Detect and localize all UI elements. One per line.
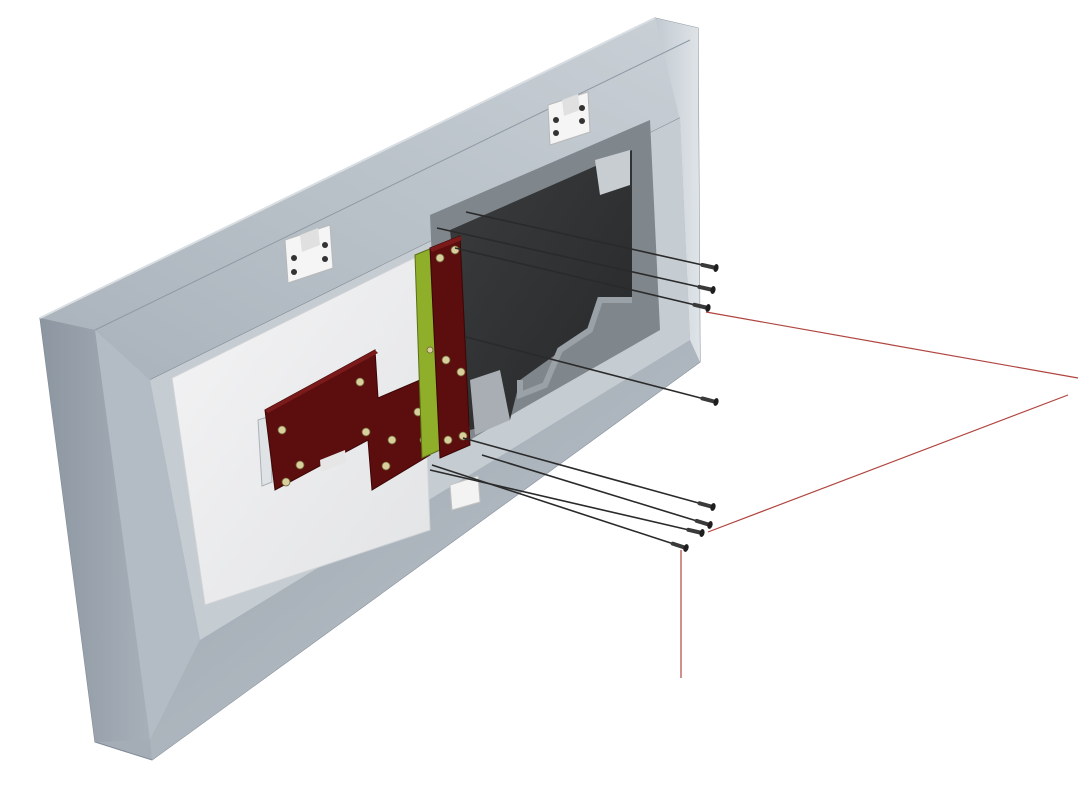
explode-line [436, 227, 714, 291]
frame-top-face [40, 18, 698, 380]
explode-line [429, 469, 703, 534]
frame-right-face [655, 18, 700, 362]
screw-head [713, 264, 719, 272]
frame-bottom-face [150, 340, 700, 760]
callout-line [707, 394, 1069, 533]
connector-board-edge [430, 236, 462, 252]
screws [429, 211, 719, 552]
board-connector [320, 450, 346, 472]
frame-left-face [40, 318, 150, 742]
frame-edge-line [39, 17, 656, 319]
connector-board-screws [426, 245, 468, 445]
mounting-bracket [547, 91, 591, 146]
explode-line [454, 247, 709, 309]
screw-head [713, 398, 719, 406]
frame-left-bevel [95, 330, 200, 740]
explode-line [481, 454, 711, 526]
callout-lines [680, 311, 1079, 678]
board-body [264, 349, 431, 491]
explode-line [465, 211, 717, 269]
board-top-edge [265, 350, 378, 413]
callout-line [705, 311, 1079, 379]
controller-board [257, 349, 431, 491]
cavity-step [517, 297, 632, 400]
cavity-notch [595, 150, 630, 195]
screw-head [705, 304, 711, 312]
screw-head [710, 286, 716, 294]
screw-head [699, 529, 705, 537]
screw-head [710, 503, 716, 511]
cavity-floor [450, 150, 632, 430]
screw-head [707, 521, 713, 529]
display-cavity [430, 120, 660, 450]
cavity-wall [470, 370, 510, 435]
connector-board [414, 235, 471, 459]
explode-line [465, 336, 717, 403]
mounting-bracket [284, 224, 334, 284]
explode-line [462, 437, 714, 508]
frame-edge-line [94, 39, 691, 331]
screw-head [683, 544, 689, 552]
explode-line [431, 464, 687, 549]
